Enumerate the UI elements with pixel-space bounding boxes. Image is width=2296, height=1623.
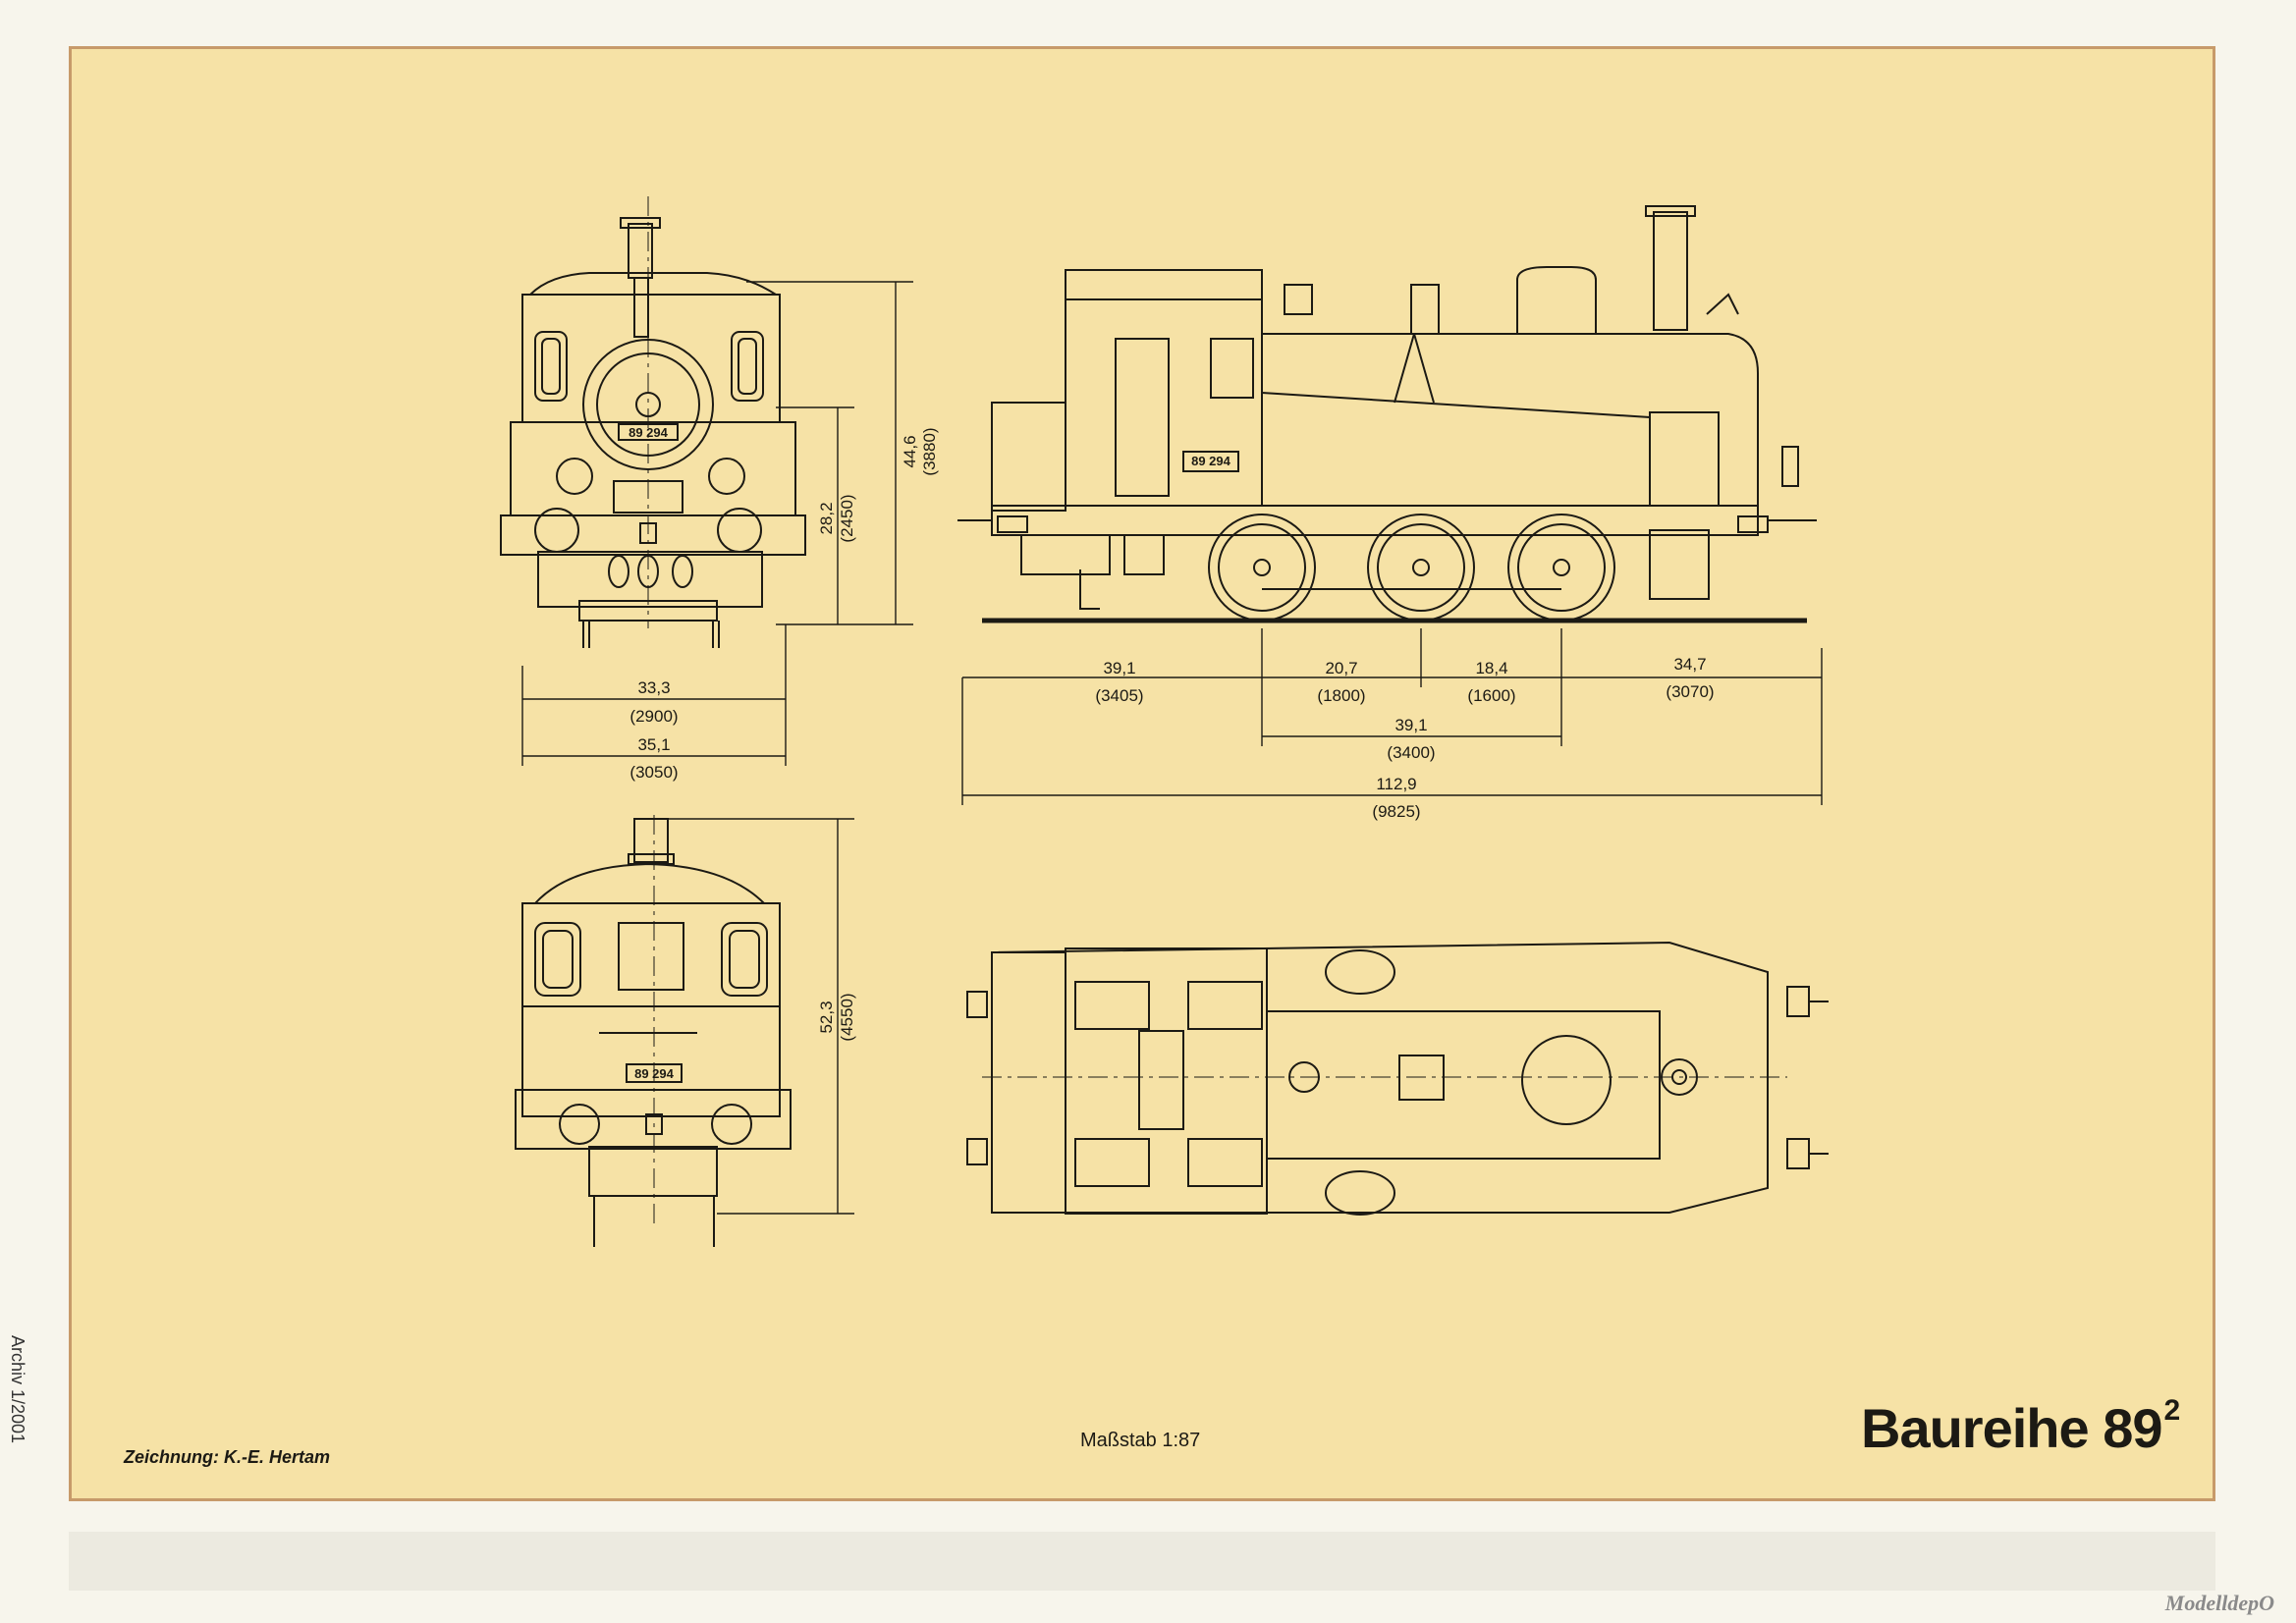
side-dimensions	[961, 628, 1823, 805]
svg-text:(3880): (3880)	[920, 427, 939, 475]
svg-text:112,9: 112,9	[1376, 775, 1416, 793]
svg-text:(1800): (1800)	[1317, 686, 1365, 705]
svg-text:34,7: 34,7	[1673, 655, 1706, 674]
svg-text:(3070): (3070)	[1666, 682, 1714, 701]
watermark: ModelldepO	[2164, 1591, 2274, 1615]
scale-label: Maßstab 1:87	[1080, 1430, 1201, 1451]
svg-text:18,4: 18,4	[1475, 659, 1507, 677]
title-superscript: 2	[2163, 1394, 2181, 1427]
margin-note: Archiv 1/2001	[8, 1335, 27, 1444]
svg-text:33,3: 33,3	[637, 678, 670, 697]
top-view	[966, 941, 1829, 1216]
drawing-credit: Zeichnung: K.-E. Hertam	[124, 1447, 331, 1467]
svg-text:(1600): (1600)	[1467, 686, 1515, 705]
front-dimensions	[521, 281, 913, 766]
svg-text:44,6: 44,6	[901, 435, 919, 467]
svg-text:39,1: 39,1	[1394, 716, 1427, 734]
drawing-sheet	[69, 46, 2215, 1501]
svg-text:35,1: 35,1	[637, 735, 670, 754]
side-view: 89 294	[957, 205, 1817, 623]
rear-dimensions	[668, 818, 854, 1215]
svg-text:(3405): (3405)	[1095, 686, 1143, 705]
rear-view: 89 294	[515, 815, 792, 1247]
svg-text:(4550): (4550)	[838, 993, 856, 1041]
svg-text:89 294: 89 294	[629, 425, 669, 440]
svg-text:52,3: 52,3	[817, 1001, 836, 1033]
svg-text:(2900): (2900)	[629, 707, 678, 726]
svg-text:(2450): (2450)	[838, 494, 856, 542]
svg-text:(3050): (3050)	[629, 763, 678, 782]
svg-text:(9825): (9825)	[1372, 802, 1420, 821]
svg-text:20,7: 20,7	[1325, 659, 1357, 677]
next-page-strip	[69, 1532, 2215, 1591]
svg-text:(3400): (3400)	[1387, 743, 1435, 762]
svg-text:89 294: 89 294	[1191, 454, 1231, 468]
page-title: Baureihe 892	[1861, 1394, 2181, 1460]
svg-text:39,1: 39,1	[1103, 659, 1135, 677]
front-view: 89 294	[500, 196, 806, 648]
title-main: Baureihe 89	[1861, 1397, 2162, 1459]
svg-text:28,2: 28,2	[817, 502, 836, 534]
